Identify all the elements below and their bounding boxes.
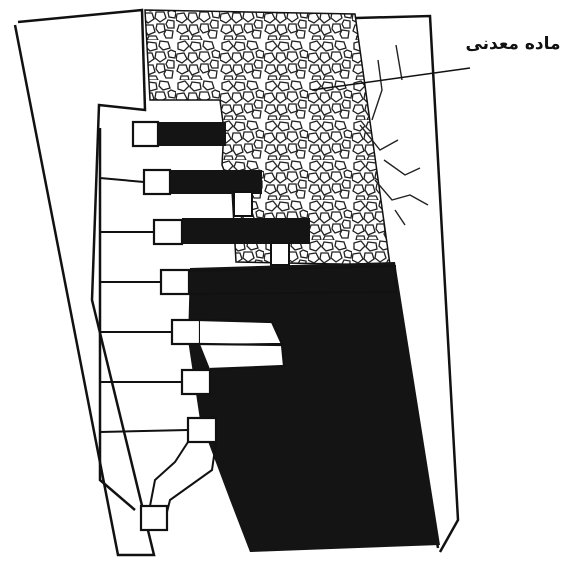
- drift-2: [170, 170, 262, 194]
- level-box-8: [141, 506, 167, 530]
- level-box-6: [182, 370, 210, 394]
- level-box-4: [161, 270, 189, 294]
- level-box-2: [144, 170, 170, 194]
- level-box-7: [188, 418, 216, 442]
- level-box-3: [154, 220, 182, 244]
- ore-label: ماده معدنی: [448, 34, 578, 54]
- drift-5-white: [200, 320, 282, 345]
- drift-1: [158, 122, 226, 146]
- drift-3: [182, 218, 310, 244]
- level-box-1: [133, 122, 158, 146]
- backfill-region: [188, 262, 440, 552]
- drift-4: [189, 266, 396, 294]
- level-box-5: [172, 320, 200, 344]
